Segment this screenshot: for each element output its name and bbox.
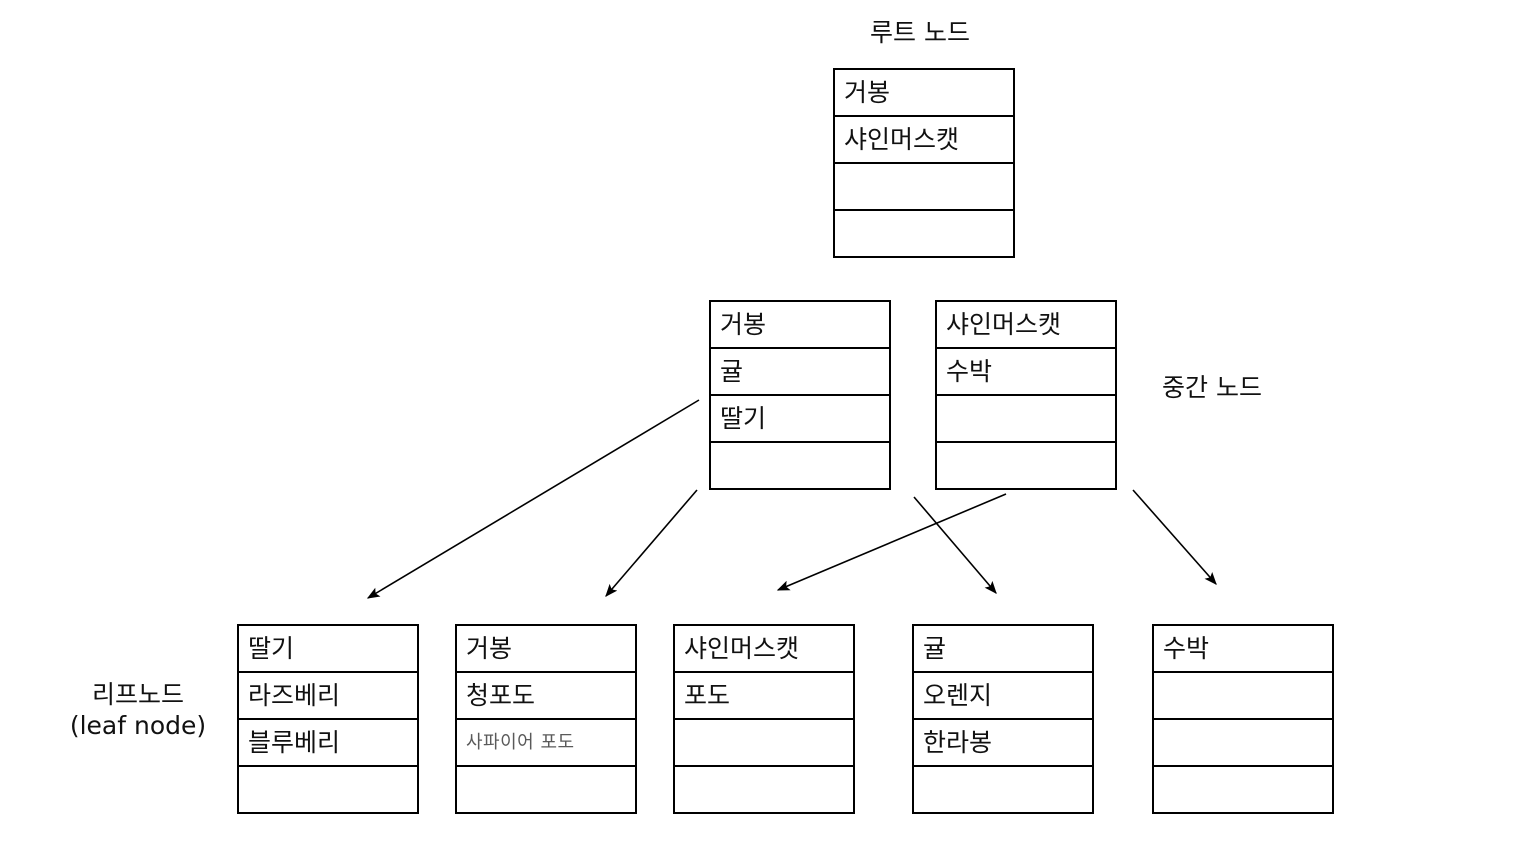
middle-left-to-leaf-4-arrow	[913, 496, 997, 594]
leaf-node-3-cell-3[interactable]	[675, 720, 853, 767]
middle-node-2-cell-4[interactable]	[937, 443, 1115, 490]
leaf-node-2-cell-4[interactable]	[457, 767, 635, 814]
leaf-node-5-cell-4[interactable]	[1154, 767, 1332, 814]
leaf-node-label: 리프노드 (leaf node)	[38, 680, 238, 741]
leaf-node-3-cell-1[interactable]: 샤인머스캣	[675, 626, 853, 673]
leaf-node-label-line2: (leaf node)	[69, 710, 207, 740]
middle-right-to-leaf-3-arrow	[776, 493, 1007, 591]
leaf-node-4-cell-1[interactable]: 귤	[914, 626, 1092, 673]
middle-left-to-leaf-2-arrow	[605, 489, 698, 597]
leaf-node-4-cell-3[interactable]: 한라봉	[914, 720, 1092, 767]
middle-left-to-leaf-1-arrow	[366, 399, 700, 599]
leaf-node-5-cell-3[interactable]	[1154, 720, 1332, 767]
leaf-node-1-cell-2[interactable]: 라즈베리	[239, 673, 417, 720]
leaf-node-1-cell-4[interactable]	[239, 767, 417, 814]
leaf-node-label-line1: 리프노드	[91, 680, 184, 709]
middle-node-2-cell-2[interactable]: 수박	[937, 349, 1115, 396]
root-node-cell-3[interactable]	[835, 164, 1013, 211]
leaf-node-5-cell-1[interactable]: 수박	[1154, 626, 1332, 673]
leaf-node-1-cell-1[interactable]: 딸기	[239, 626, 417, 673]
root-node-cell-4[interactable]	[835, 211, 1013, 258]
leaf-node-3-cell-2[interactable]: 포도	[675, 673, 853, 720]
middle-node-2-cell-1[interactable]: 샤인머스캣	[937, 302, 1115, 349]
leaf-node-3-cell-4[interactable]	[675, 767, 853, 814]
middle-node-label: 중간 노드	[1162, 373, 1262, 402]
middle-node-1-cell-2[interactable]: 귤	[711, 349, 889, 396]
leaf-node-2-cell-3[interactable]: 사파이어 포도	[457, 720, 635, 767]
middle-node-1-cell-4[interactable]	[711, 443, 889, 490]
leaf-node-4-cell-2[interactable]: 오렌지	[914, 673, 1092, 720]
leaf-node-1-cell-3[interactable]: 블루베리	[239, 720, 417, 767]
middle-node-1-cell-3[interactable]: 딸기	[711, 396, 889, 443]
root-node-cell-2[interactable]: 샤인머스캣	[835, 117, 1013, 164]
middle-node-1-cell-1[interactable]: 거봉	[711, 302, 889, 349]
leaf-node-2-cell-2[interactable]: 청포도	[457, 673, 635, 720]
middle-right-to-leaf-5-arrow	[1132, 489, 1217, 585]
leaf-node-5[interactable]: 수박	[1152, 624, 1334, 814]
leaf-node-2-cell-1[interactable]: 거봉	[457, 626, 635, 673]
root-node-label: 루트 노드	[870, 18, 970, 47]
leaf-node-4-cell-4[interactable]	[914, 767, 1092, 814]
middle-node-2-cell-3[interactable]	[937, 396, 1115, 443]
root-node-cell-1[interactable]: 거봉	[835, 70, 1013, 117]
leaf-node-5-cell-2[interactable]	[1154, 673, 1332, 720]
